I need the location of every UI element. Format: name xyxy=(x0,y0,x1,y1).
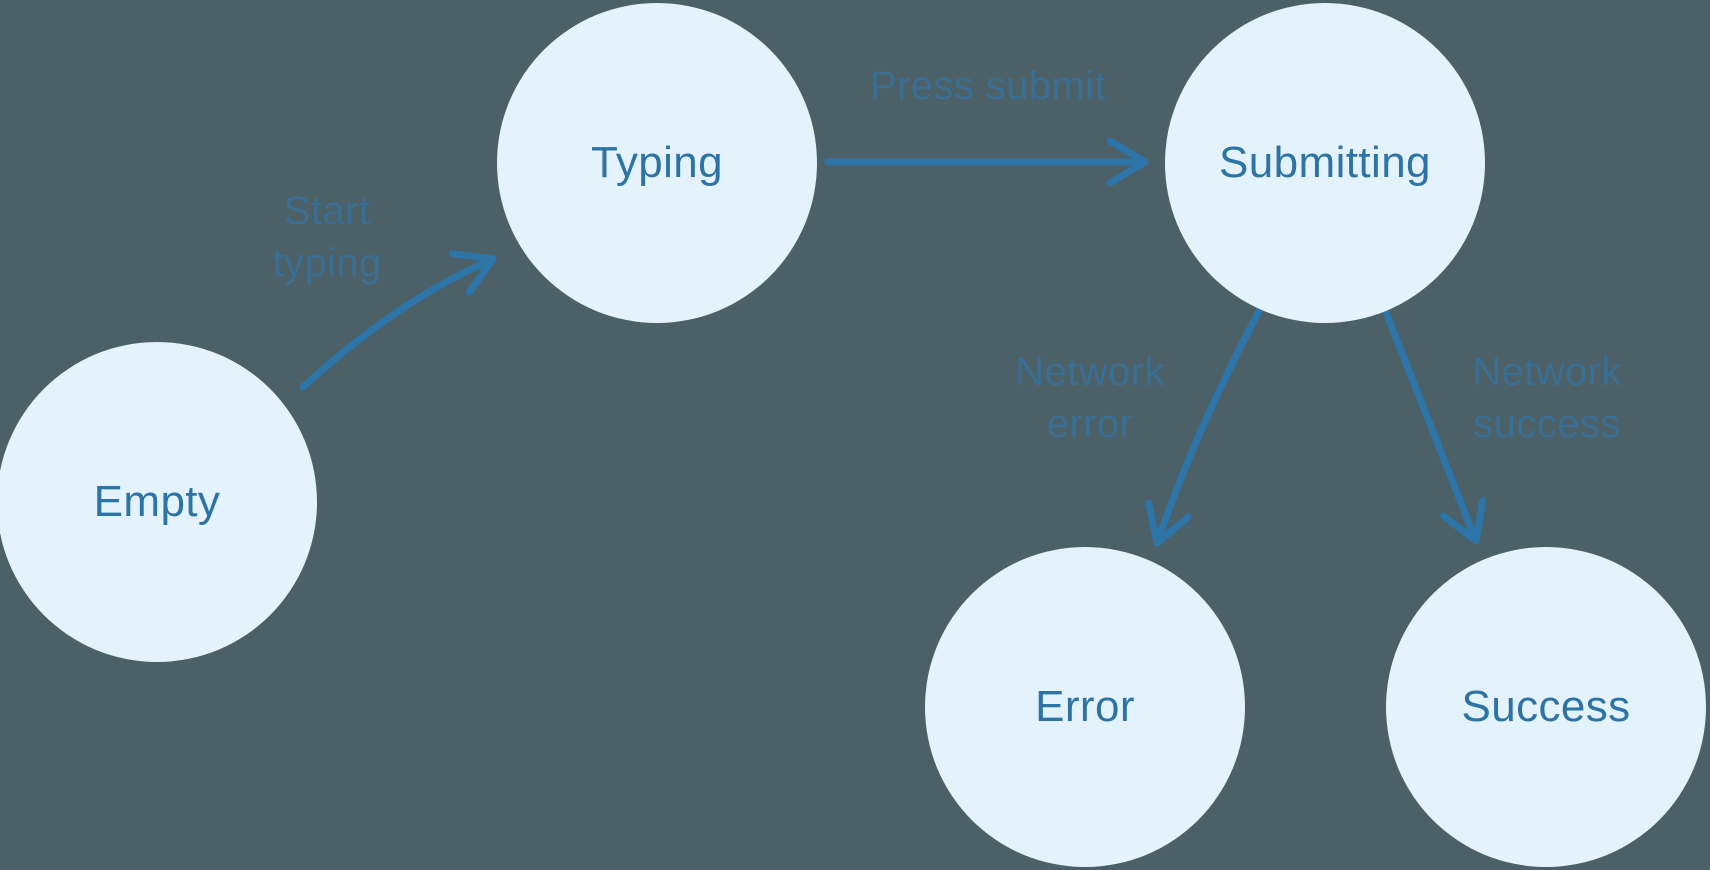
arrow-start-typing xyxy=(299,250,497,391)
edge-label-start-typing: Start typing xyxy=(272,189,382,285)
edge-label-press-submit: Press submit xyxy=(870,64,1106,108)
state-label-typing: Typing xyxy=(590,138,724,187)
edge-label-network-success: Network success xyxy=(1472,350,1622,446)
state-node-error: Error xyxy=(925,547,1245,867)
edge-label-network-error: Network error xyxy=(1015,350,1165,446)
state-node-success: Success xyxy=(1386,547,1706,867)
state-node-submitting: Submitting xyxy=(1165,3,1485,323)
arrow-network-error xyxy=(1145,307,1263,547)
state-label-submitting: Submitting xyxy=(1219,138,1431,187)
state-label-success: Success xyxy=(1461,682,1631,731)
state-node-typing: Typing xyxy=(497,3,817,323)
state-node-empty: Empty xyxy=(0,342,317,662)
state-label-error: Error xyxy=(1035,682,1135,731)
arrow-network-success xyxy=(1381,306,1487,545)
state-label-empty: Empty xyxy=(93,477,221,526)
